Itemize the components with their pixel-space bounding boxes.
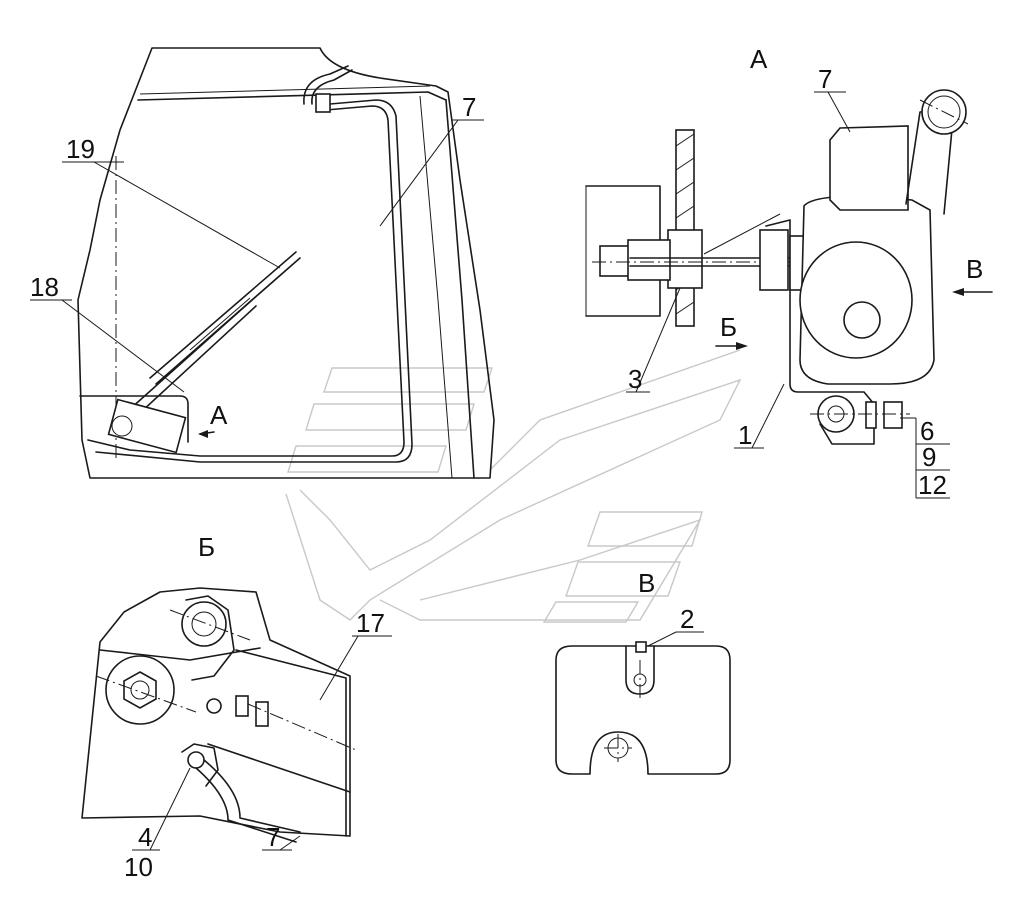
label-19: 19 — [66, 134, 95, 164]
view-a-arrow-label: А — [210, 400, 228, 430]
view-v-arrow-label: В — [966, 254, 983, 284]
view-v-plate — [555, 641, 731, 775]
watermark — [285, 349, 742, 623]
label-1: 1 — [738, 420, 752, 450]
view-v-title: В — [638, 568, 655, 598]
view-be-title: Б — [198, 532, 215, 562]
view-a-assembly — [585, 89, 993, 445]
view-be-arrow-label: Б — [720, 312, 737, 342]
label-7-bottom: 7 — [266, 822, 280, 852]
view-labels: А А В Б Б В — [198, 44, 983, 598]
wiper-motor-icon — [107, 398, 187, 454]
cab-door-view — [77, 47, 495, 479]
label-7-cab: 7 — [462, 92, 476, 122]
view-be-detail — [81, 587, 357, 843]
leader-lines — [30, 91, 950, 851]
label-6: 6 — [920, 416, 934, 446]
label-18: 18 — [30, 272, 59, 302]
label-12: 12 — [918, 470, 947, 500]
part-labels: 19 18 7 7 3 1 6 9 12 2 17 4 10 7 — [30, 64, 947, 882]
label-9: 9 — [922, 442, 936, 472]
label-4: 4 — [138, 822, 152, 852]
label-7-view-a: 7 — [818, 64, 832, 94]
label-2: 2 — [680, 604, 694, 634]
label-17: 17 — [356, 608, 385, 638]
label-10: 10 — [124, 852, 153, 882]
label-3: 3 — [628, 364, 642, 394]
nozzle-icon — [315, 93, 331, 113]
view-a-title: А — [750, 44, 768, 74]
